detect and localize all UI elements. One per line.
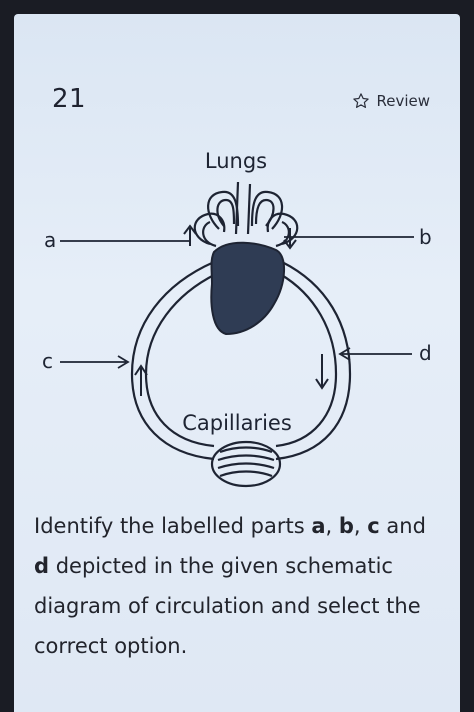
label-c: c (42, 349, 53, 373)
flow-arrows (134, 224, 329, 396)
label-lines (60, 236, 414, 369)
review-label: Review (376, 92, 430, 110)
question-screen: 21 Review Lungs (14, 14, 460, 712)
capillary-bed (210, 440, 282, 488)
question-text: Identify the labelled parts a, b, c and … (34, 514, 426, 658)
star-outline-icon (352, 92, 370, 110)
pulmonary-loops (193, 212, 299, 248)
label-a: a (44, 228, 56, 252)
question-number: 21 (52, 84, 87, 114)
lungs-label: Lungs (205, 149, 267, 173)
circulation-diagram: Lungs Capill (42, 149, 432, 488)
label-d: d (419, 341, 432, 365)
heart (210, 241, 286, 336)
capillaries-label: Capillaries (182, 411, 292, 435)
review-button[interactable]: Review (352, 92, 430, 110)
lungs (207, 181, 284, 235)
label-b: b (419, 225, 432, 249)
